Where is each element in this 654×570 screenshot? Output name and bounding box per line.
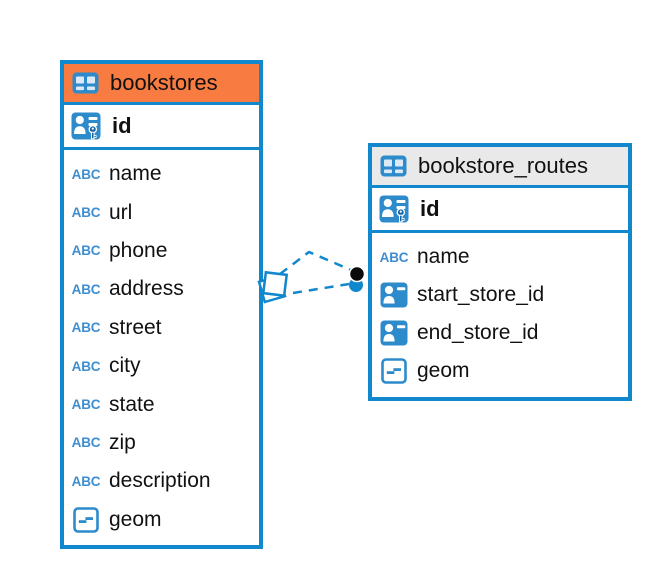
column-name: phone xyxy=(109,238,168,262)
column-name: state xyxy=(109,392,155,416)
column-name: street xyxy=(109,315,162,339)
column-row[interactable]: ABC state xyxy=(64,385,259,423)
endpoint-dot-blue xyxy=(349,278,363,292)
column-name: name xyxy=(417,245,470,268)
primary-key-icon xyxy=(376,195,412,223)
relationship-line-start-store[interactable] xyxy=(279,250,352,275)
relationship-diamond-marker[interactable] xyxy=(257,270,289,304)
text-type-icon: ABC xyxy=(71,435,101,451)
column-row[interactable]: start_store_id xyxy=(372,276,628,314)
primary-key-icon xyxy=(68,112,104,140)
column-name: zip xyxy=(109,430,136,454)
text-type-icon: ABC xyxy=(71,397,101,413)
text-type-icon: ABC xyxy=(71,243,101,259)
geometry-type-icon xyxy=(376,358,412,384)
reference-type-icon xyxy=(376,282,412,308)
column-name: geom xyxy=(417,359,470,382)
column-row[interactable]: ABC city xyxy=(64,347,259,385)
column-list: ABC name ABC url ABC phone ABC address A… xyxy=(64,150,259,539)
column-row[interactable]: end_store_id xyxy=(372,314,628,352)
text-type-icon: ABC xyxy=(71,166,101,182)
table-icon xyxy=(380,155,407,177)
key-glyph xyxy=(88,125,98,140)
table-bookstore-routes[interactable]: bookstore_routes id xyxy=(368,143,632,401)
endpoint-dot-black xyxy=(348,265,366,283)
column-name: name xyxy=(109,162,162,186)
column-row[interactable]: ABC name xyxy=(64,155,259,193)
column-name: city xyxy=(109,354,141,378)
column-name: geom xyxy=(109,507,162,531)
column-name: id xyxy=(420,196,440,221)
column-row[interactable]: ABC address xyxy=(64,270,259,308)
column-row-pk[interactable]: id xyxy=(372,188,628,233)
column-row[interactable]: ABC zip xyxy=(64,424,259,462)
relationship-line-end-store[interactable] xyxy=(292,282,350,295)
column-row[interactable]: geom xyxy=(372,352,628,390)
column-row[interactable]: ABC description xyxy=(64,462,259,500)
text-type-icon: ABC xyxy=(379,249,409,265)
text-type-icon: ABC xyxy=(71,320,101,336)
table-header-bookstores[interactable]: bookstores xyxy=(64,64,259,105)
table-header-bookstore-routes[interactable]: bookstore_routes xyxy=(372,147,628,188)
column-row-pk[interactable]: id xyxy=(64,105,259,150)
table-title: bookstores xyxy=(110,70,218,95)
table-title: bookstore_routes xyxy=(418,153,588,178)
column-name: end_store_id xyxy=(417,321,539,344)
key-glyph xyxy=(396,208,406,223)
column-list: ABC name start_store_id xyxy=(372,233,628,390)
column-row[interactable]: ABC street xyxy=(64,309,259,347)
text-type-icon: ABC xyxy=(71,281,101,297)
column-row[interactable]: geom xyxy=(64,501,259,539)
column-row[interactable]: ABC phone xyxy=(64,232,259,270)
geometry-type-icon xyxy=(68,506,104,533)
text-type-icon: ABC xyxy=(71,358,101,374)
table-bookstores[interactable]: bookstores id xyxy=(60,60,263,549)
column-row[interactable]: ABC url xyxy=(64,193,259,231)
text-type-icon: ABC xyxy=(71,205,101,221)
table-icon xyxy=(72,72,99,94)
reference-type-icon xyxy=(376,320,412,346)
column-name: description xyxy=(109,469,211,493)
column-row[interactable]: ABC name xyxy=(372,238,628,276)
text-type-icon: ABC xyxy=(71,473,101,489)
column-name: start_store_id xyxy=(417,283,545,306)
column-name: id xyxy=(112,113,132,138)
relationship-endpoint-dots[interactable] xyxy=(348,265,366,293)
column-name: address xyxy=(109,277,184,301)
column-name: url xyxy=(109,200,133,224)
